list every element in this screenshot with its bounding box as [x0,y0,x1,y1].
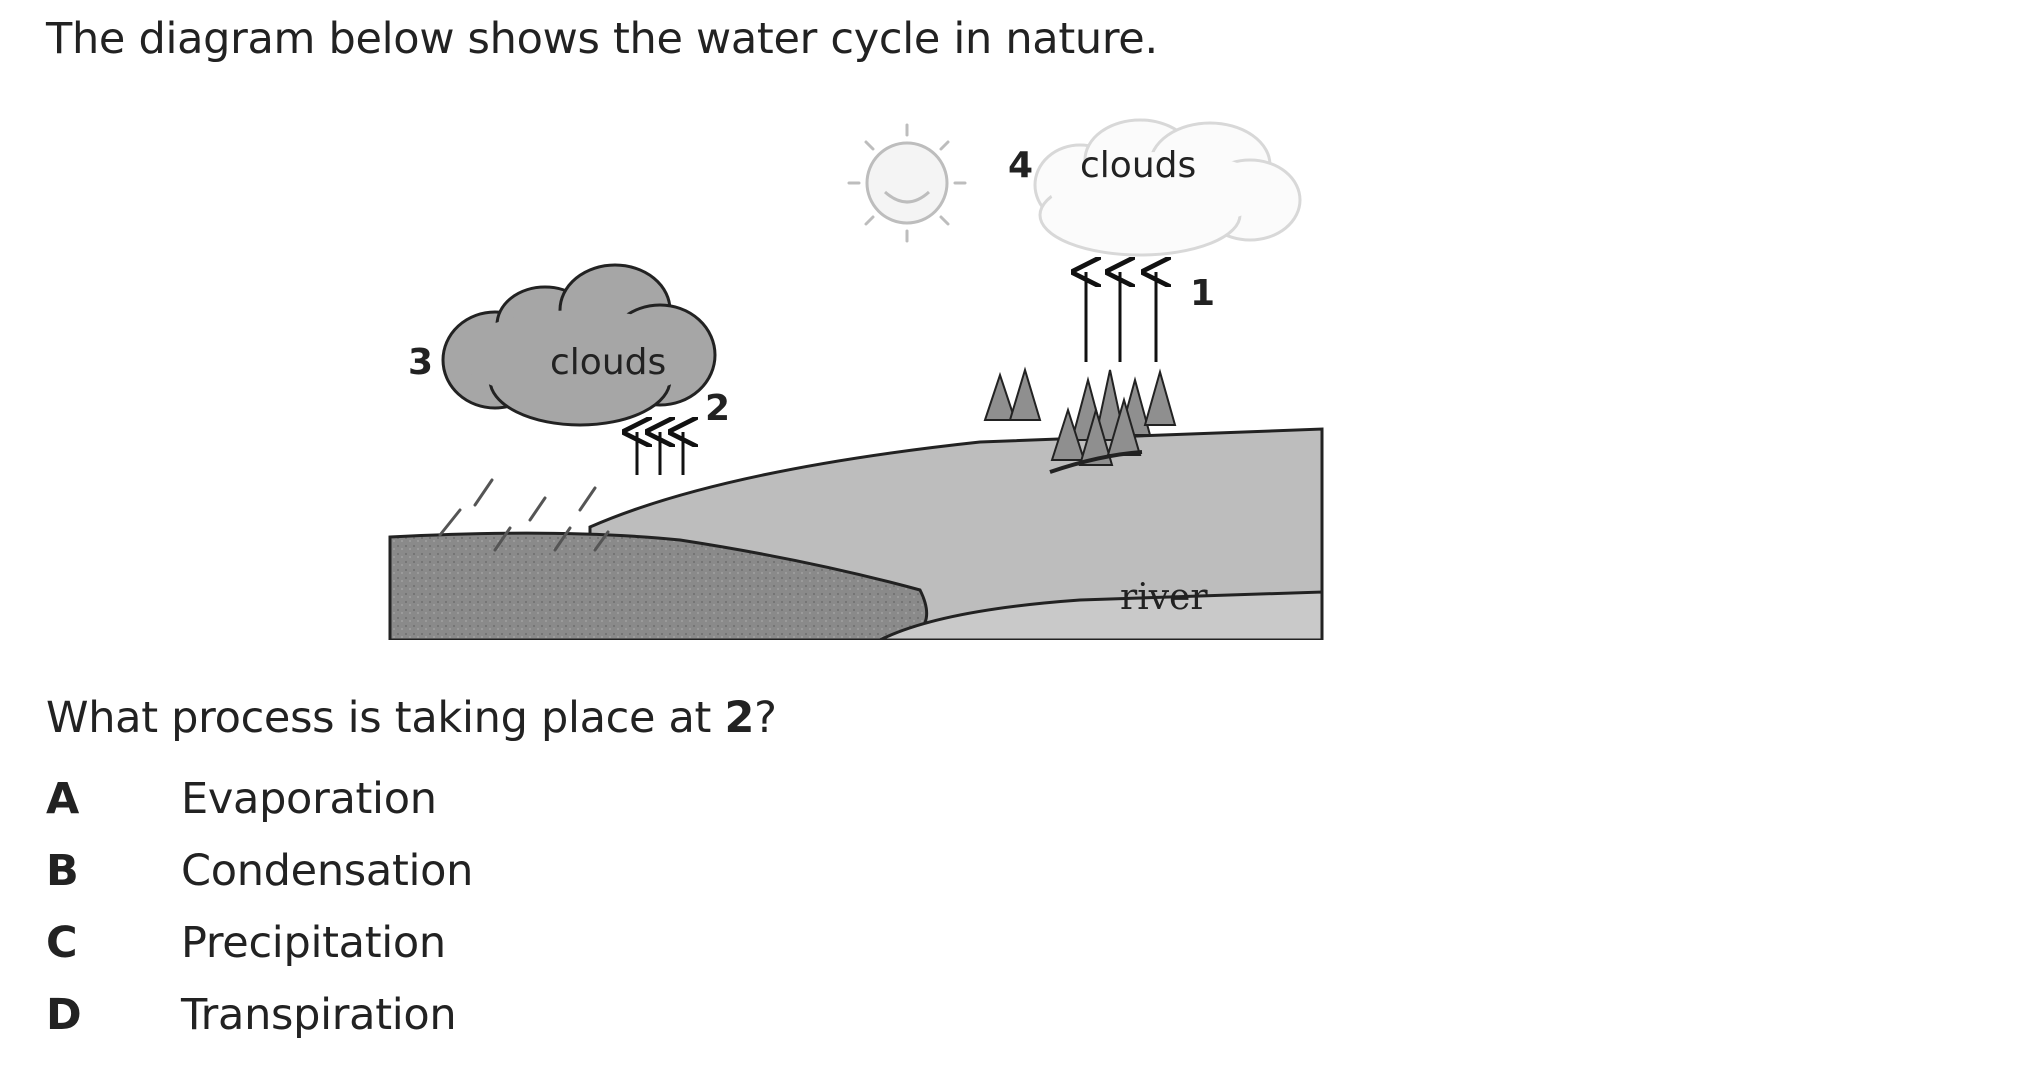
rain [438,478,610,552]
label-clouds-left: clouds [550,342,667,383]
label-2: 2 [705,388,731,429]
label-3: 3 [408,342,434,383]
evaporation-arrows-1 [1086,272,1156,362]
sun-icon [847,123,967,243]
option-b[interactable]: B Condensation [46,835,473,907]
question-text: What process is taking place at 2? [46,693,777,743]
label-4: 4 [1008,145,1034,186]
label-clouds-right: clouds [1080,145,1197,186]
label-1: 1 [1190,273,1216,314]
option-letter: B [46,846,79,896]
option-text: Precipitation [181,918,446,968]
option-a[interactable]: A Evaporation [46,763,473,835]
water-cycle-diagram: 3 clouds 2 4 clouds 1 river [380,80,1340,640]
option-text: Transpiration [181,990,457,1040]
option-letter: A [46,774,80,824]
tree-cluster-icon [983,366,1177,466]
option-letter: D [46,990,82,1040]
low-dark-ground [388,531,929,640]
river [879,590,1324,640]
evaporation-arrows-2 [637,432,683,475]
intro-text: The diagram below shows the water cycle … [46,14,1158,64]
question-suffix: ? [754,693,777,743]
option-d[interactable]: D Transpiration [46,979,473,1051]
option-text: Evaporation [181,774,437,824]
question-number: 2 [724,693,755,743]
option-text: Condensation [181,846,474,896]
label-river: river [1120,577,1208,618]
option-c[interactable]: C Precipitation [46,907,473,979]
answer-options: A Evaporation B Condensation C Precipita… [46,763,473,1051]
question-prefix: What process is taking place at [46,693,725,743]
option-letter: C [46,918,78,968]
